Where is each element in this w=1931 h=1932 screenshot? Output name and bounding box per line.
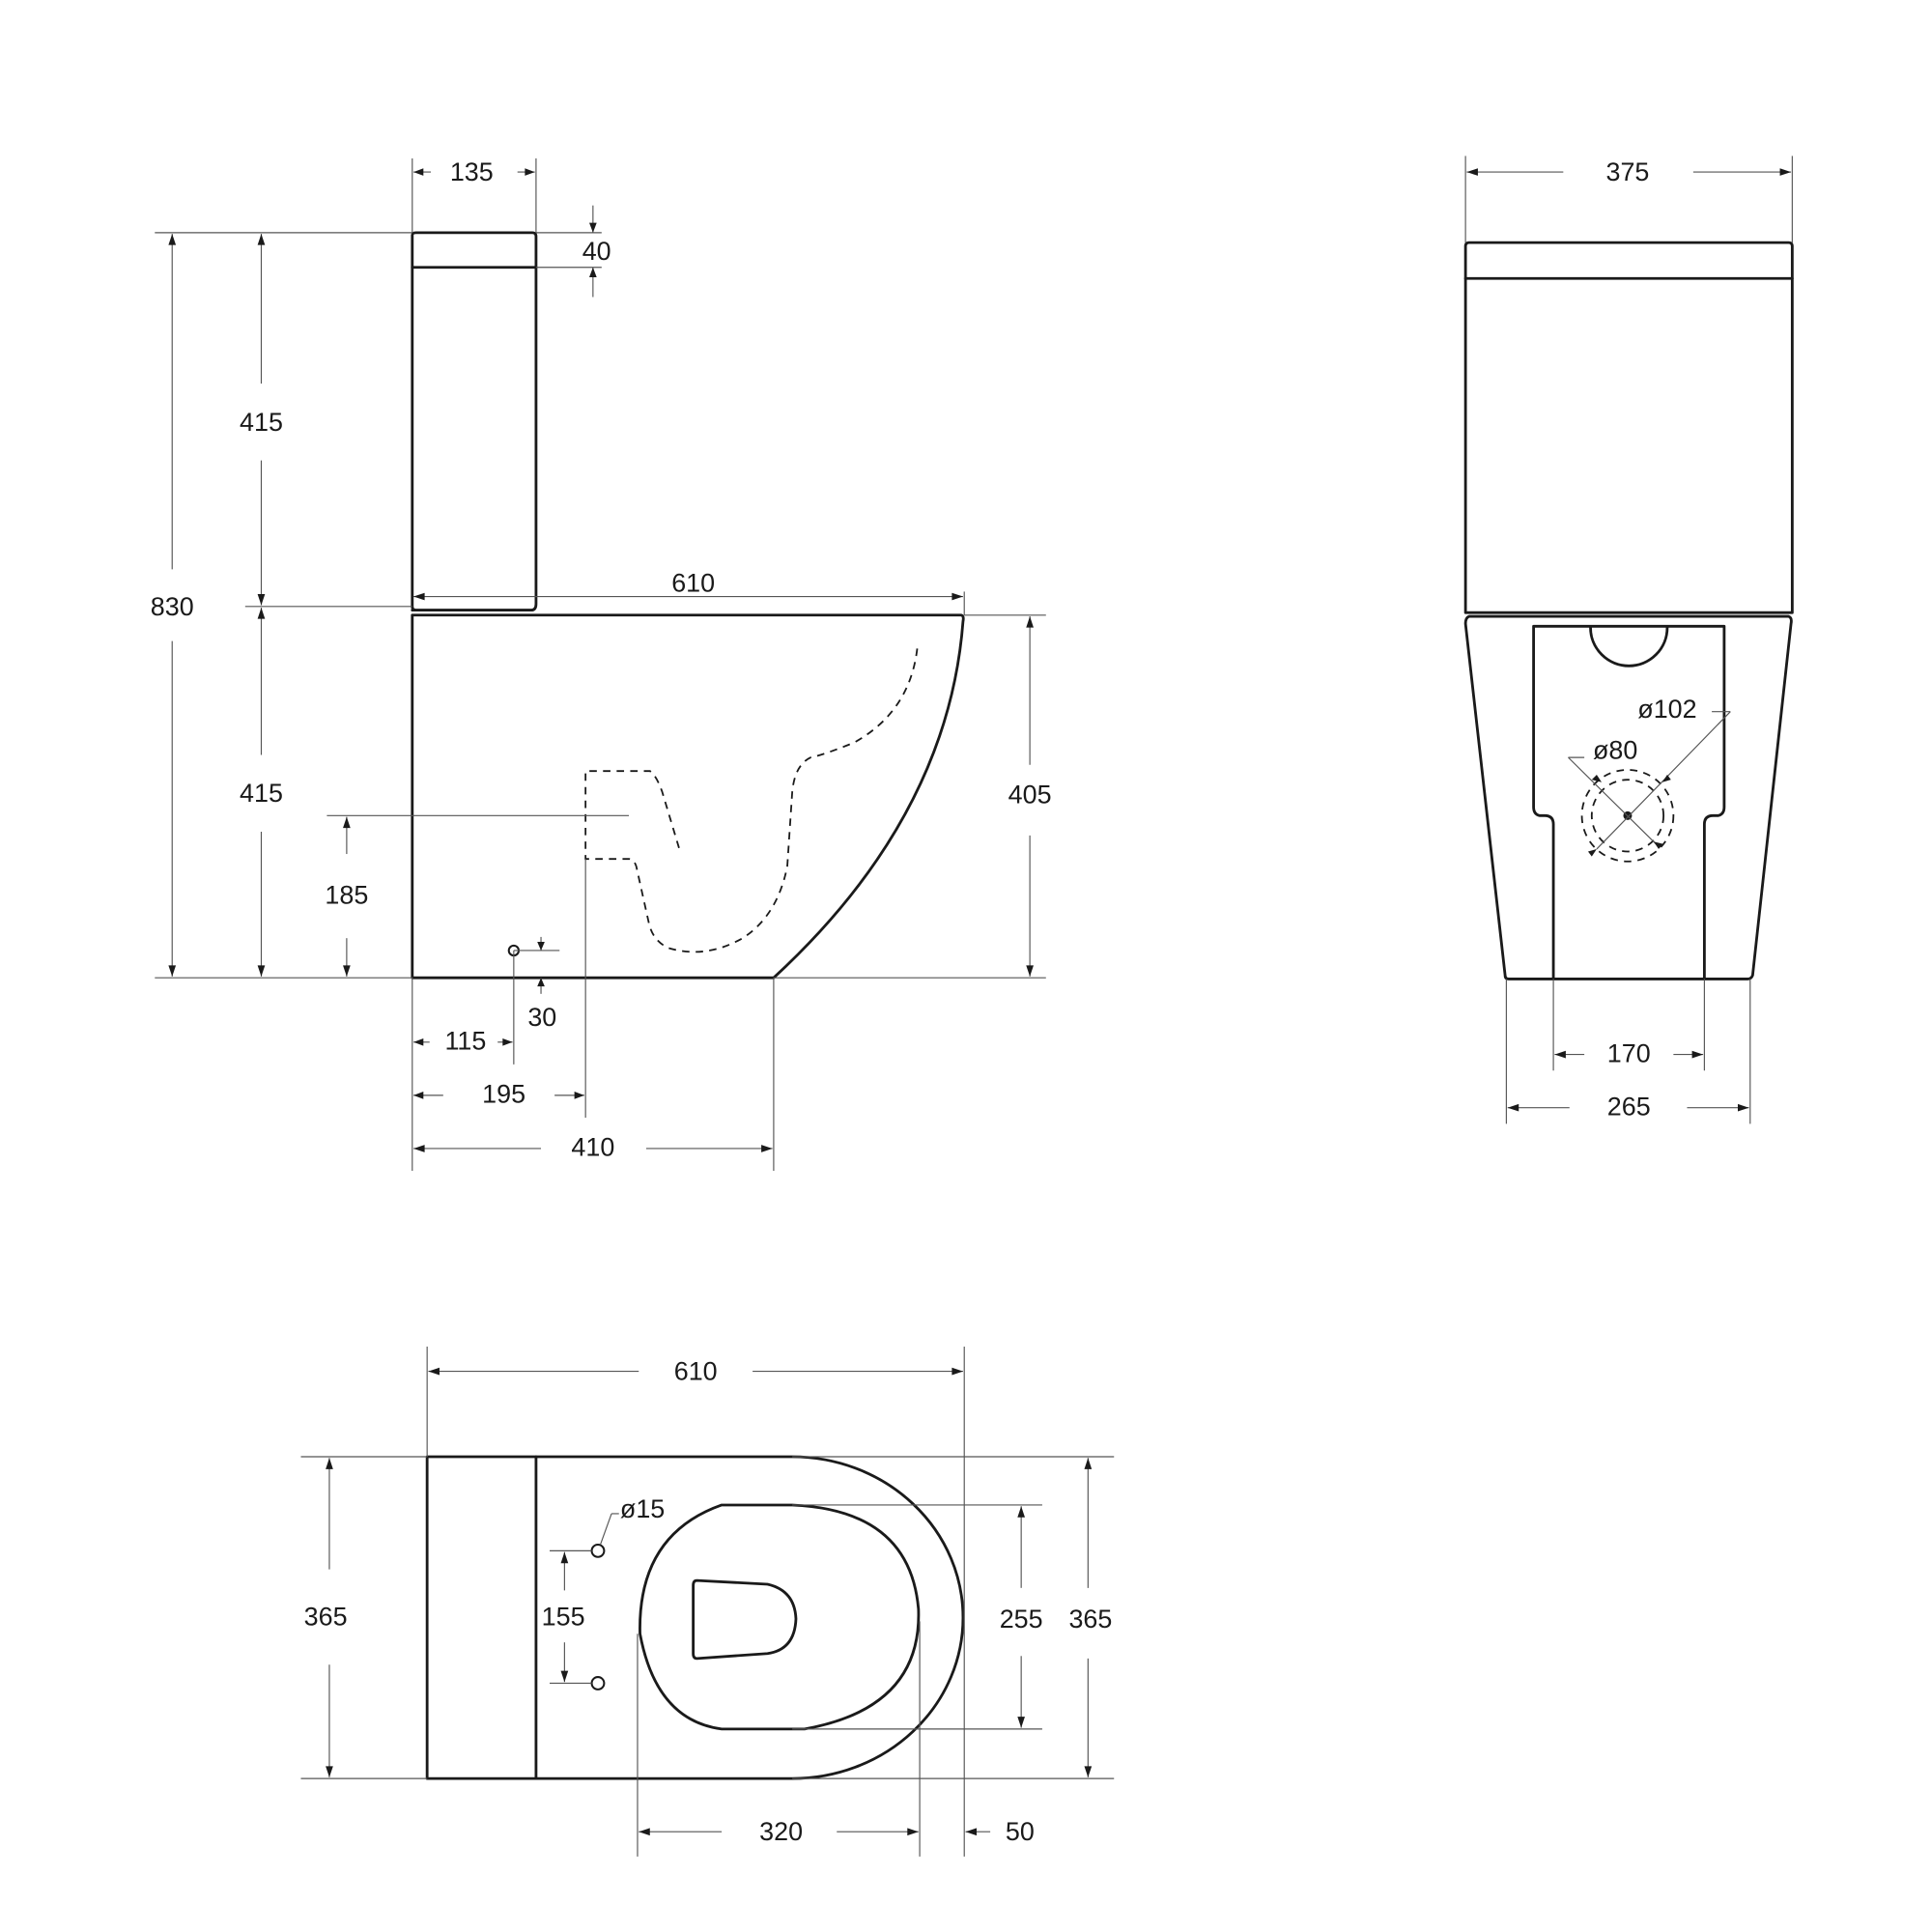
side-view: 135 40 830 415 415 185 610 405 30 <box>151 157 1052 1172</box>
dim-base-width: 265 <box>1607 1092 1651 1121</box>
top-view: ø15 155 610 365 255 365 320 50 <box>300 1346 1115 1857</box>
dim-tank-width: 135 <box>450 157 494 186</box>
dim-outlet-outer-diameter: ø102 <box>1637 695 1696 724</box>
dim-outlet-offset: 195 <box>482 1080 525 1109</box>
dim-rim-height: 405 <box>1008 781 1052 810</box>
dim-bowl-height: 415 <box>240 779 283 808</box>
dim-recess-width: 170 <box>1607 1038 1651 1067</box>
front-view: ø102 ø80 375 170 265 <box>1463 156 1794 1124</box>
drain-opening <box>692 1578 798 1661</box>
dim-fixing-hole-spacing: 155 <box>542 1602 585 1631</box>
front-tank-outline <box>1463 241 1794 614</box>
outlet-outer-circle <box>1580 769 1675 863</box>
dim-bowl-length: 610 <box>671 568 715 597</box>
outlet-recess <box>1532 624 1726 980</box>
dim-seat-opening-length: 320 <box>759 1817 803 1846</box>
dim-top-width-left: 365 <box>304 1602 348 1631</box>
dim-total-height: 830 <box>151 592 194 621</box>
dim-inlet-offset: 115 <box>444 1026 486 1055</box>
inlet-cutout <box>1589 626 1669 668</box>
dim-base-length: 410 <box>571 1133 614 1162</box>
seat-opening <box>639 1503 921 1731</box>
dim-tank-height: 415 <box>240 408 283 437</box>
dim-water-inlet-height: 30 <box>527 1003 556 1032</box>
dim-lid-height: 40 <box>582 237 611 266</box>
top-outline <box>425 1455 965 1780</box>
bowl-outline <box>411 613 965 980</box>
dim-outlet-inner-diameter: ø80 <box>1593 735 1637 764</box>
dim-inlet-height: 185 <box>325 880 368 909</box>
dim-rim-offset: 50 <box>1006 1817 1035 1846</box>
outlet-inner-circle <box>1590 779 1665 853</box>
dim-seat-opening-width: 255 <box>1000 1605 1043 1634</box>
trap-hidden-line <box>584 648 919 953</box>
fixing-hole-top <box>590 1543 606 1558</box>
fixing-hole-bottom <box>590 1676 606 1690</box>
dim-top-width-right: 365 <box>1068 1605 1112 1634</box>
dim-overall-width: 375 <box>1606 157 1650 186</box>
dim-top-overall-length: 610 <box>674 1357 718 1386</box>
dim-fixing-hole-diameter: ø15 <box>620 1494 665 1523</box>
tank-outline <box>411 231 538 612</box>
front-bowl-outline <box>1463 614 1793 980</box>
